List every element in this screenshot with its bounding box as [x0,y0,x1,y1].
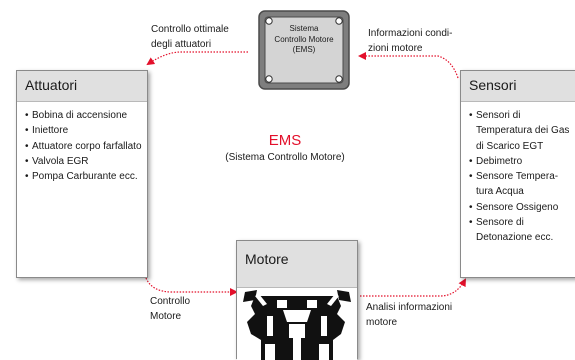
label-analisi-informazioni: Analisi informazioni motore [366,302,453,328]
chip-icon [258,10,350,90]
arrow-sensori-to-ems [358,52,459,79]
list-item: Attuatore corpo farfallato [25,139,143,155]
attuatori-list: Bobina di accensione Iniettore Attuatore… [25,108,143,185]
sensori-title: Sensori [469,77,517,93]
attuatori-title: Attuatori [25,77,78,93]
ems-chip-label: Sistema Controllo Motore (EMS) [274,24,334,54]
label-controllo-motore: Controllo Motore [150,296,191,322]
attuatori-box: Attuatori Bobina di accensione Iniettore… [16,70,148,278]
list-item: Bobina di accensione [25,108,143,124]
label-controllo-ottimale: Controllo ottimale degli attuatori [151,24,229,50]
list-item: Sensore Tempera- tura Acqua [469,169,575,200]
list-item: Sensore Ossigeno [469,200,575,216]
list-item: Iniettore [25,123,143,139]
sensori-list: Sensori di Temperatura dei Gas di Scaric… [469,108,575,246]
arrow-ems-to-attuatori [146,51,248,66]
motore-title: Motore [245,251,289,267]
arrow-motore-to-sensori [360,278,466,297]
list-item: Pompa Carburante ecc. [25,169,143,185]
engine-icon [237,288,357,360]
list-item: Sensori di Temperatura dei Gas di Scaric… [469,108,575,154]
sensori-box: Sensori Sensori di Temperatura dei Gas d… [460,70,575,278]
center-ems-title: EMS [268,132,302,149]
motore-box: Motore [236,240,358,360]
label-informazioni-condizioni: Informazioni condi- zioni motore [368,28,453,54]
center-ems-subtitle: (Sistema Controllo Motore) [225,152,345,163]
list-item: Sensore di Detonazione ecc. [469,215,575,246]
attuatori-header: Attuatori [17,71,147,102]
sensori-header: Sensori [461,71,575,102]
list-item: Debimetro [469,154,575,170]
arrow-attuatori-to-motore [145,277,238,296]
list-item: Valvola EGR [25,154,143,170]
motore-header: Motore [237,241,357,288]
ems-chip: Sistema Controllo Motore (EMS) [258,10,350,90]
